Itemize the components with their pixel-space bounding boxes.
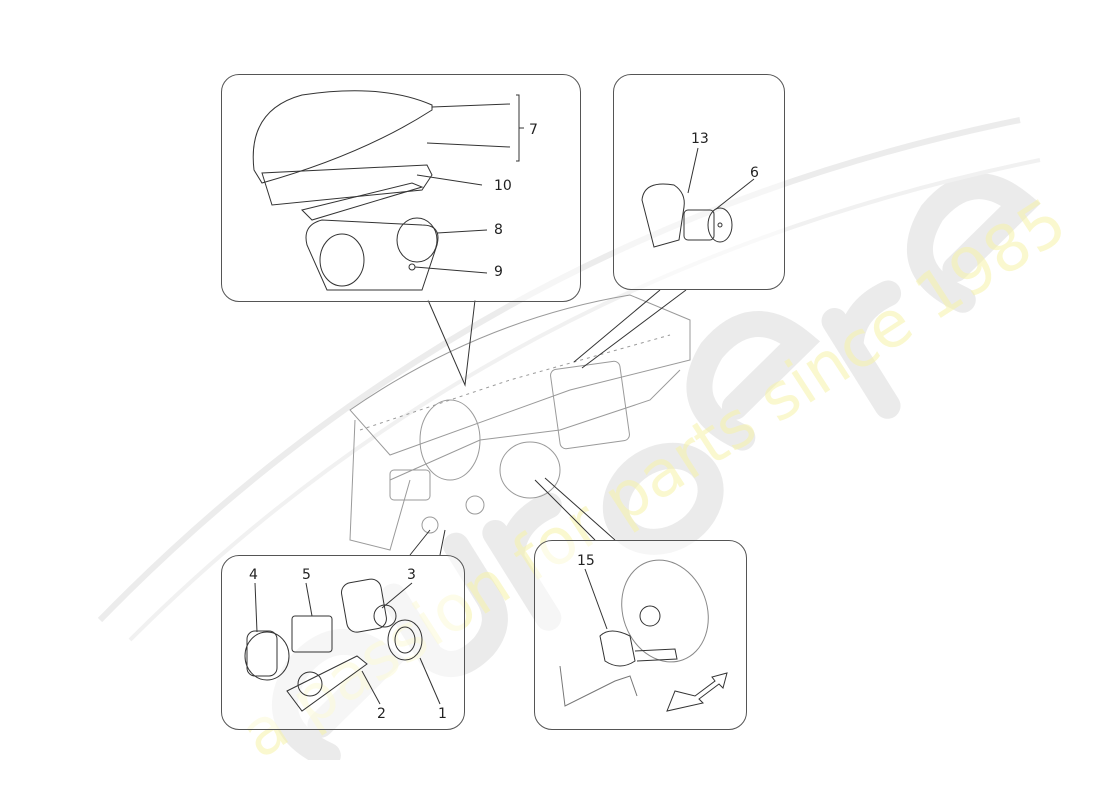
callout-3: 3 [407,567,416,583]
clock-illustration [641,147,755,248]
callout-13: 13 [691,131,709,147]
front-direction-arrow [666,672,728,712]
callout-4: 4 [249,567,258,583]
cluster-exploded-illustration [252,90,524,291]
callout-6: 6 [750,165,759,181]
callout-7: 7 [529,122,538,138]
panel-switches: 4 5 3 2 1 [221,555,465,730]
callout-9: 9 [494,264,503,280]
dashboard-overview-illustration [349,294,691,551]
callout-5: 5 [302,567,311,583]
steering-column-illustration [559,559,728,712]
panel-dash-clock: 13 6 [613,74,785,290]
callout-1: 1 [438,706,447,722]
callout-2: 2 [377,706,386,722]
switches-illustration [244,578,441,712]
callout-8: 8 [494,222,503,238]
panel-steering-column: 15 [534,540,747,730]
callout-15: 15 [577,553,595,569]
callout-10: 10 [494,178,512,194]
panel-instrument-cluster: 7 10 8 9 [221,74,581,302]
